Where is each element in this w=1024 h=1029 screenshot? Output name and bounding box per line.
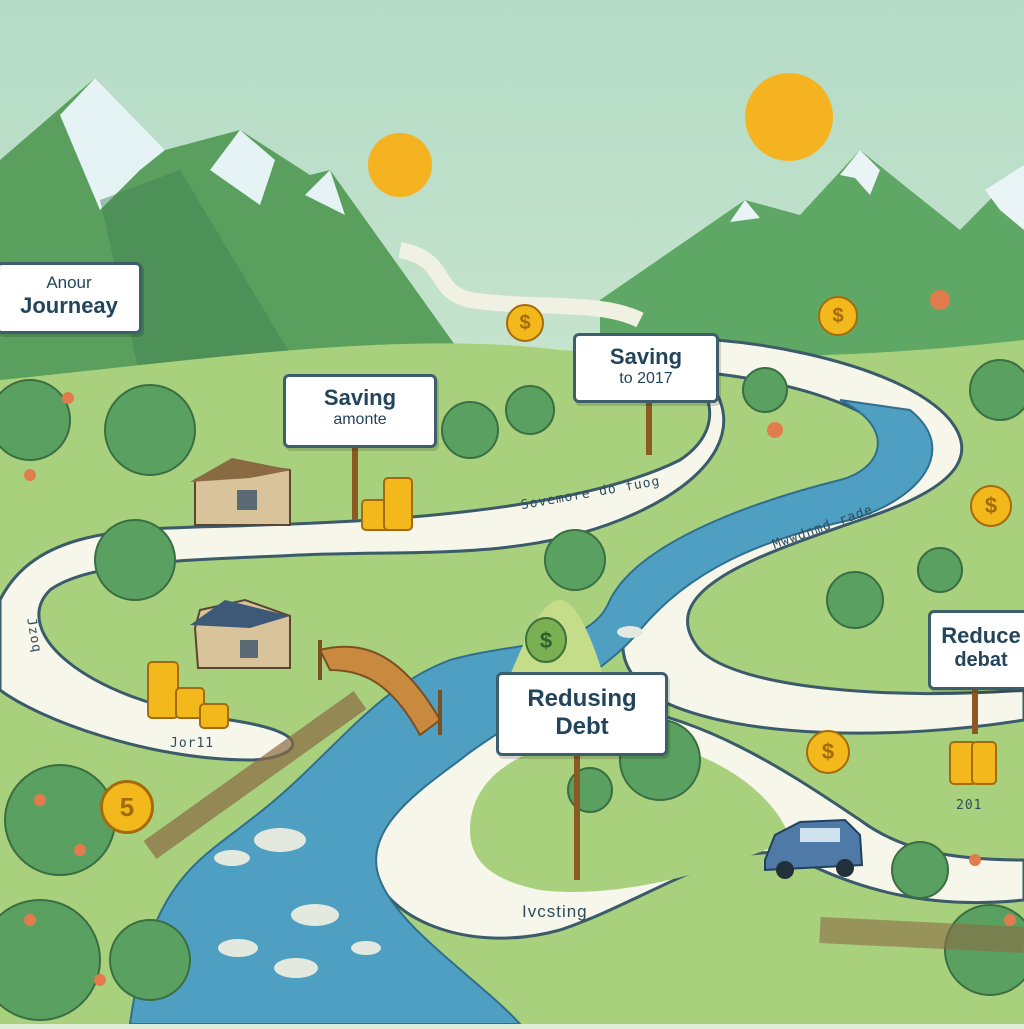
sun-small [368, 133, 432, 197]
car-icon [764, 818, 864, 879]
sign-reduce-debat-line2: debat [954, 649, 1008, 671]
coin-stack-left [147, 661, 229, 729]
sign-saving-amount-line1: Saving [323, 385, 397, 410]
road-label-year-left: Jor11 [170, 736, 215, 751]
sign-saving-2017-line2: to 2017 [619, 370, 673, 387]
fence [143, 691, 367, 859]
sign-post-reduce-debat [972, 684, 978, 734]
road-label-investing: Ivcsting [522, 902, 588, 921]
distant-path [398, 242, 644, 328]
sign-reducing-debt-line2: Debt [555, 713, 609, 740]
sign-saving-2017-line1: Saving [609, 344, 683, 369]
coin-pin-dollar-right: $ [818, 296, 858, 336]
sign-journey-line1: Anour [46, 273, 92, 292]
fruits [24, 290, 1016, 986]
sign-saving-amount: Saving amonte [283, 374, 437, 448]
coin-stack-right [949, 741, 997, 785]
sign-post-saving-amount [352, 440, 358, 520]
coin-pin-dollar-upper: $ [506, 304, 544, 342]
sign-reducing-debt-line1: Redusing [527, 685, 637, 712]
river-stones [214, 626, 643, 978]
wooden-bridge [318, 640, 442, 737]
sign-post-saving-2017 [646, 395, 652, 455]
sign-journey: Anour Journeay [0, 262, 142, 334]
coin-stack-upper [361, 477, 413, 531]
house-lower [190, 598, 291, 669]
coin-pin-5-left: 5 [100, 780, 154, 834]
sign-reducing-debt: Redusing Debt [496, 672, 668, 756]
road-label-year-right: 201 [956, 798, 983, 813]
house-upper [190, 458, 292, 526]
sign-journey-line2: Journeay [20, 293, 118, 318]
sign-reduce-debat: Reduce debat [928, 610, 1024, 690]
coin-pin-dollar-lower: $ [806, 730, 850, 774]
sign-saving-2017: Saving to 2017 [573, 333, 719, 403]
svg-text:$: $ [540, 628, 552, 653]
sun-large [745, 73, 833, 161]
sign-post-reducing-debt [574, 750, 580, 880]
sign-saving-amount-line2: amonte [333, 411, 387, 428]
sign-reduce-debat-line1: Reduce [941, 623, 1021, 648]
money-bag-icon: $ [525, 617, 567, 663]
coin-pin-dollar-far-right: $ [970, 485, 1012, 527]
